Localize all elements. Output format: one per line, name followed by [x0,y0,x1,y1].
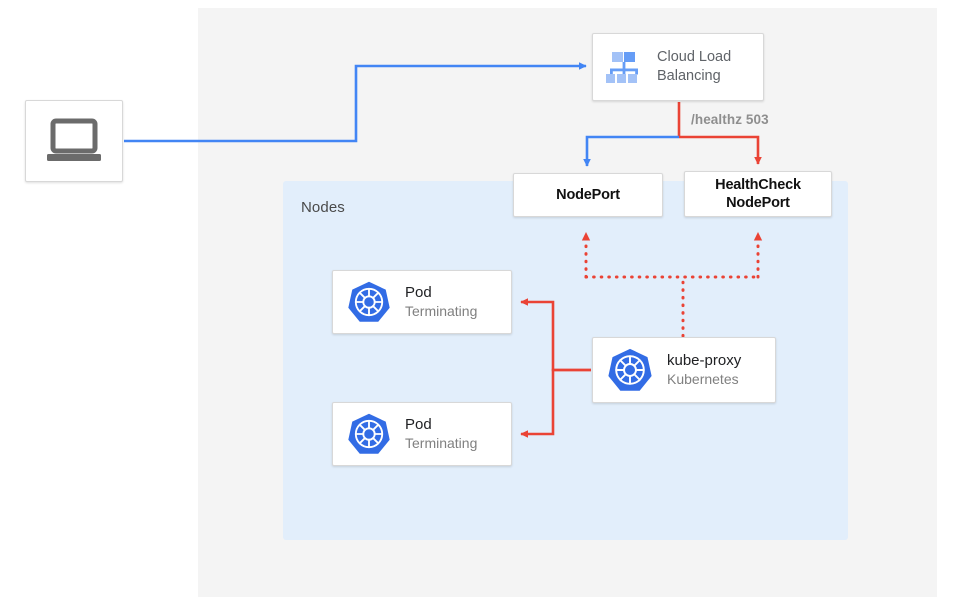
cloud-load-balancing-icon [603,47,645,87]
healthcheck-nodeport-label-line2: NodePort [726,195,790,211]
kube-proxy-card: kube-proxy Kubernetes [592,337,776,403]
healthcheck-nodeport-label-line1: HealthCheck [715,177,801,193]
pod-1-text: Pod Terminating [405,283,477,321]
cloud-load-balancing-card: Cloud Load Balancing [592,33,764,101]
healthcheck-nodeport-label: HealthCheck NodePort [715,176,801,212]
kubernetes-icon [607,347,653,393]
pod-1-subtitle: Terminating [405,303,478,319]
laptop-icon [45,118,103,164]
cloud-load-balancing-label-line1: Cloud Load [657,49,732,65]
healthz-edge-label: /healthz 503 [691,112,769,127]
pod-2-text: Pod Terminating [405,415,477,453]
pod-2-title: Pod [405,416,432,433]
cloud-load-balancing-label-line2: Balancing [657,68,721,84]
nodes-panel-label: Nodes [301,199,345,216]
kube-proxy-title: kube-proxy [667,352,742,369]
kube-proxy-subtitle: Kubernetes [667,371,739,387]
kube-proxy-text: kube-proxy Kubernetes [667,351,741,389]
healthcheck-nodeport-card: HealthCheck NodePort [684,171,832,217]
nodeport-card: NodePort [513,173,663,217]
nodeport-label: NodePort [556,187,620,203]
pod-1-title: Pod [405,284,432,301]
pod-2-subtitle: Terminating [405,435,478,451]
client-laptop-card [25,100,123,182]
kubernetes-icon [347,280,391,324]
pod-card-2: Pod Terminating [332,402,512,466]
kubernetes-icon [347,412,391,456]
cloud-load-balancing-label: Cloud Load Balancing [657,48,731,86]
pod-card-1: Pod Terminating [332,270,512,334]
